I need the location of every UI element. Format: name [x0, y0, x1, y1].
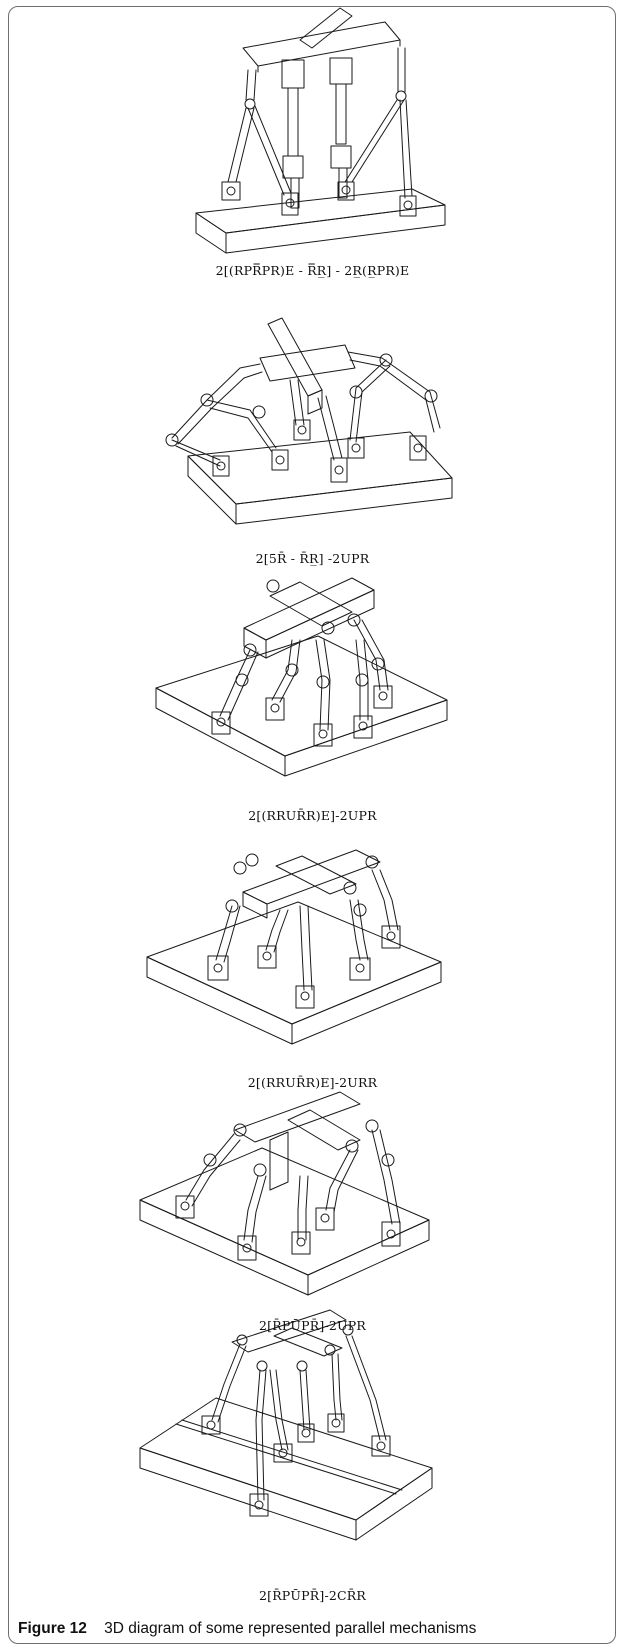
- mechanism-formula-6: 2[R̄PŪPR̄]-2CR̄R: [258, 1588, 367, 1603]
- mechanism-formula-1: 2[(RPR̿PR)E - R̿R̲] - 2R̲(R̲PR)E: [215, 263, 410, 278]
- mechanism-drawing-1: [195, 7, 446, 254]
- mechanism-drawing-4: [146, 849, 442, 1045]
- figure-caption-text: 3D diagram of some represented parallel …: [104, 1620, 477, 1637]
- mechanism-drawing-3: [155, 577, 448, 777]
- mechanism-formula-3: 2[(RRUR̄R)E]-2UPR: [248, 808, 377, 823]
- figure-frame: [8, 6, 616, 1644]
- mechanism-formula-5: 2[R̄PŪPR̄]-2UPR: [258, 1318, 367, 1333]
- mechanism-drawing-6: [139, 1309, 433, 1541]
- figure-label: Figure 12: [18, 1620, 87, 1637]
- mechanism-formula-2: 2[5R̄ - R̄R̲] -2UPR: [255, 551, 370, 566]
- mechanism-drawing-2: [165, 317, 453, 525]
- mechanism-formula-4: 2[(RRUR̄R)E]-2URR: [247, 1075, 378, 1090]
- mechanism-drawing-5: [139, 1091, 430, 1296]
- figure-caption: Figure 12 3D diagram of some represented…: [18, 1620, 618, 1638]
